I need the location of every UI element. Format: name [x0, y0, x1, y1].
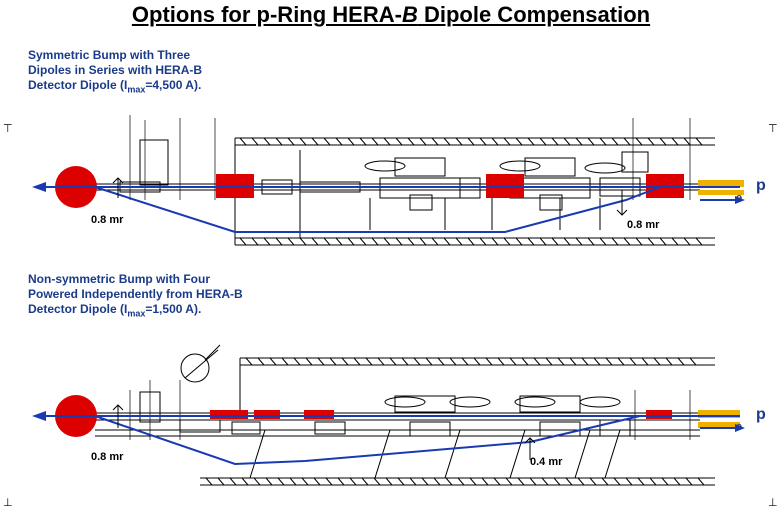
- option1-electron-pipe-lower: [698, 190, 744, 195]
- option1-caption: Symmetric Bump with Three Dipoles in Ser…: [28, 48, 202, 97]
- option1-proton-label: p: [756, 177, 766, 194]
- option1-tunnel-wall-top: [235, 137, 715, 146]
- corner-mark-bl: ⊥: [3, 497, 13, 509]
- option1-beam-pipe: [95, 183, 700, 191]
- corner-mark-tr: ⊤: [768, 123, 778, 135]
- option1-electron-label: e: [736, 192, 743, 204]
- title-italic: B: [401, 2, 418, 27]
- option2-angle-right-label: 0.4 mr: [530, 456, 563, 468]
- option2-tunnel-wall-top: [240, 357, 715, 366]
- option1-angle-right-label: 0.8 mr: [627, 219, 660, 231]
- option2-angle-marker-left: [112, 404, 124, 428]
- option1-e-arrow: [735, 196, 745, 204]
- option1-caption-line3: Detector Dipole (Imax=4,500 A).: [28, 78, 202, 95]
- option1-angle-left-label: 0.8 mr: [91, 214, 124, 226]
- option1-caption-line2: Dipoles in Series with HERA-B: [28, 63, 203, 77]
- option2-caption-line2: Powered Independently from HERA-B: [28, 287, 243, 301]
- option2-dipole-1: [210, 410, 248, 419]
- option2-dipole-4: [646, 410, 672, 419]
- option2-angle-marker-right: [524, 437, 536, 460]
- option1-angle-marker-right: [616, 190, 628, 216]
- option2-electron-pipe: [698, 410, 740, 418]
- option2-dipole-3: [304, 410, 334, 419]
- option2-dipole-2: [254, 410, 280, 419]
- option2-proton-label: p: [756, 406, 766, 423]
- option1-beam-arrow: [32, 182, 46, 192]
- option2-angle-left-label: 0.8 mr: [91, 451, 124, 463]
- corner-mark-tl: ⊤: [3, 123, 13, 135]
- option1-angle-marker-left: [112, 177, 124, 198]
- option1-caption-line1: Symmetric Bump with Three: [28, 48, 191, 62]
- title-suffix: Dipole Compensation: [417, 2, 651, 27]
- page-title: Options for p-Ring HERA-B Dipole Compens…: [0, 2, 782, 28]
- option2-caption: Non-symmetric Bump with Four Powered Ind…: [28, 272, 243, 321]
- option2-caption-line3: Detector Dipole (Imax=1,500 A).: [28, 302, 202, 319]
- option2-beam-trajectory: [36, 415, 740, 466]
- corner-mark-br: ⊥: [768, 497, 778, 509]
- option2-beam-pipe: [95, 412, 700, 437]
- option2-electron-pipe-lower: [698, 422, 740, 428]
- option2-tunnel-wall-bottom: [200, 477, 715, 486]
- option2-beam-arrow: [32, 411, 46, 421]
- option2-caption-line1: Non-symmetric Bump with Four: [28, 272, 211, 286]
- option2-e-arrow: [735, 424, 745, 432]
- option1-tunnel-wall-bottom: [235, 237, 715, 246]
- option2-drawing: [129, 344, 715, 486]
- option2-electron-label: e: [736, 421, 743, 433]
- option1-drawing: [119, 115, 715, 246]
- option1-electron-pipe: [698, 180, 744, 187]
- title-prefix: Options for p-Ring HERA-: [131, 2, 402, 27]
